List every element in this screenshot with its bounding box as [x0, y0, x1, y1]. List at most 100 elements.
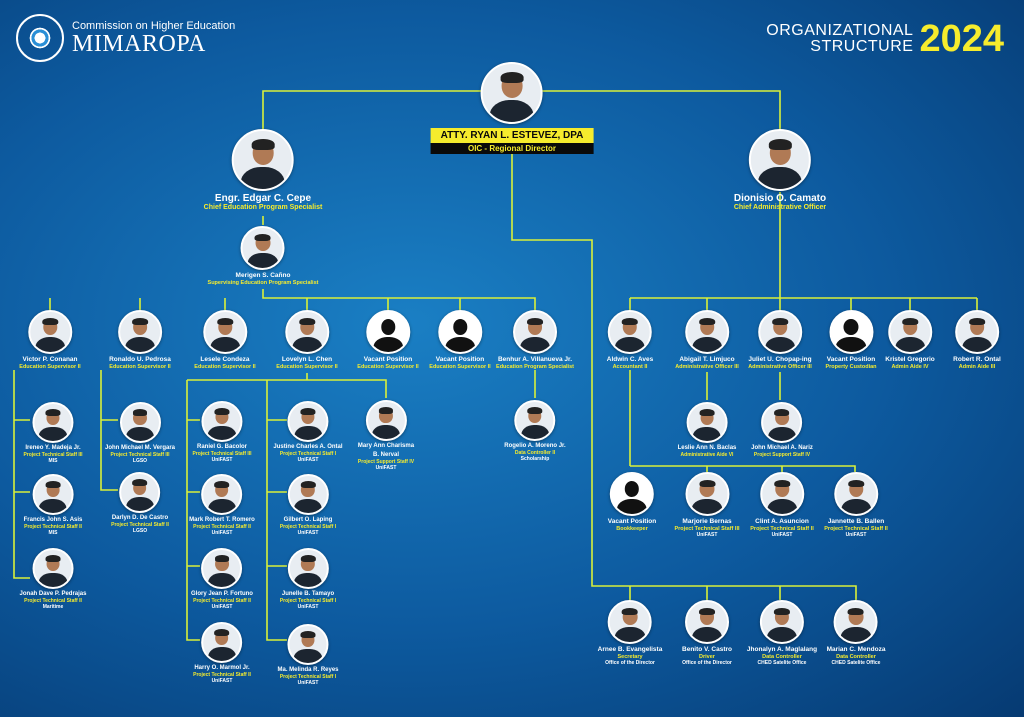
person-name: Lesele Condeza	[200, 356, 250, 363]
person-position: Project Technical Staff II	[24, 598, 82, 604]
vacant-person-icon	[610, 472, 654, 516]
staff-node: Junelle B. Tamayo Project Technical Staf…	[280, 548, 336, 610]
connector-admin-row	[629, 192, 978, 310]
avatar	[513, 310, 557, 354]
head-node-cepe: Engr. Edgar C. Cepe Chief Education Prog…	[204, 129, 322, 212]
person-unit: UniFAST	[696, 532, 718, 538]
person-position: Education Supervisor II	[276, 363, 338, 370]
title-line1: ORGANIZATIONAL	[766, 22, 914, 39]
staff-node: Ireneo Y. Madeja Jr. Project Technical S…	[23, 402, 83, 464]
person-position: Education Supervisor II	[109, 363, 171, 370]
staff-node: Ma. Melinda R. Reyes Project Technical S…	[277, 624, 339, 686]
person-name: Ronaldo U. Pedrosa	[109, 356, 171, 363]
staff-node: Vacant Position Bookkeeper	[608, 472, 656, 532]
person-unit: LGSO	[132, 458, 148, 464]
admin-node: Juliet U. Chopap-ing Administrative Offi…	[748, 310, 812, 370]
person-name: Jhonalyn A. Maglalang	[746, 646, 818, 653]
person-name: Dionisio O. Camato	[733, 193, 827, 204]
staff-node: Jhonalyn A. Maglalang Data Controller CH…	[747, 600, 817, 666]
staff-node: John Michael A. Nariz Project Support St…	[751, 402, 813, 458]
person-name: Justine Charles A. Ontal	[273, 444, 343, 450]
person-unit: UniFAST	[211, 530, 233, 536]
avatar	[287, 474, 329, 515]
staff-node: Clint A. Asuncion Project Technical Staf…	[750, 472, 814, 538]
connector-edu-row	[49, 289, 536, 310]
edu-node: Victor P. Conanan Education Supervisor I…	[19, 310, 81, 370]
avatar	[240, 226, 285, 270]
head-node-camato: Dionisio O. Camato Chief Administrative …	[734, 129, 826, 212]
person-unit: Office of the Director	[605, 660, 655, 666]
avatar	[117, 310, 162, 354]
avatar	[119, 402, 161, 443]
connector-lovelyn	[186, 373, 387, 641]
avatar	[201, 401, 243, 442]
connector-ronaldo	[100, 370, 118, 491]
staff-node: Glory Jean P. Fortuno Project Technical …	[191, 548, 253, 610]
person-position: Project Technical Staff III	[674, 525, 740, 532]
person-name: John Michael A. Nariz	[751, 445, 813, 451]
person-position: Project Technical Staff III	[192, 451, 252, 457]
person-name: Marian C. Mendoza	[826, 646, 886, 653]
person-name: Vacant Position	[607, 518, 657, 525]
avatar	[954, 310, 999, 354]
avatar	[684, 310, 729, 354]
person-position: Project Technical Staff II	[193, 672, 251, 678]
avatar	[287, 548, 329, 589]
staff-node: Harry O. Marmol Jr. Project Technical St…	[193, 622, 251, 684]
person-position: Admin Aide III	[958, 363, 996, 370]
avatar	[834, 600, 878, 644]
person-position: Project Technical Staff I	[279, 451, 337, 457]
person-position: Project Support Staff IV	[753, 452, 811, 458]
person-name: Lovelyn L. Chen	[281, 356, 333, 363]
staff-node: Mary Ann Charisma B. Nerval Project Supp…	[358, 400, 414, 471]
person-name: Abigail T. Limjuco	[679, 356, 735, 363]
avatar	[833, 472, 878, 516]
ched-seal-icon	[16, 14, 64, 62]
director-position: OIC - Regional Director	[430, 143, 594, 154]
person-position: Project Technical Staff II	[824, 525, 888, 532]
person-unit: UniFAST	[297, 680, 319, 686]
person-unit: Scholarship	[520, 456, 550, 462]
avatar	[287, 624, 329, 665]
avatar	[761, 402, 803, 443]
person-unit: UniFAST	[297, 530, 319, 536]
person-position: Education Supervisor II	[357, 363, 419, 370]
avatar	[28, 310, 72, 354]
staff-node: Jonah Dave P. Pedrajas Project Technical…	[19, 548, 87, 610]
person-unit: Maritime	[42, 604, 64, 610]
person-unit: UniFAST	[297, 604, 319, 610]
connector-aldwin	[629, 370, 856, 472]
connector-director-staff	[629, 586, 781, 600]
staff-node: Gilbert O. Laping Project Technical Staf…	[280, 474, 336, 536]
person-position: Project Technical Staff III	[23, 452, 83, 458]
person-position: Administrative Aide VI	[680, 452, 734, 458]
avatar	[32, 474, 74, 515]
person-position: Property Custodian	[825, 363, 877, 370]
edu-node: Lovelyn L. Chen Education Supervisor II	[276, 310, 338, 370]
avatar	[119, 472, 161, 513]
avatar	[514, 400, 556, 441]
person-unit: CHED Satelite Office	[831, 660, 881, 666]
person-unit: LGSO	[132, 528, 148, 534]
person-position: Project Technical Staff I	[279, 674, 337, 680]
person-name: Benito V. Castro	[682, 646, 732, 653]
connector-admin-sub	[706, 372, 781, 400]
avatar	[201, 548, 243, 589]
person-unit: CHED Satelite Office	[757, 660, 807, 666]
staff-node: Justine Charles A. Ontal Project Technic…	[273, 401, 343, 463]
person-position: Supervising Education Program Specialist	[207, 279, 319, 286]
vacant-person-icon	[366, 310, 410, 354]
person-name-line2: B. Nerval	[372, 452, 400, 458]
person-unit: UniFAST	[211, 604, 233, 610]
person-unit: UniFAST	[297, 457, 319, 463]
person-name: Mary Ann Charisma	[357, 443, 415, 449]
person-name: Harry O. Marmol Jr.	[194, 665, 250, 671]
avatar	[607, 310, 652, 354]
director-node: ATTY. RYAN L. ESTEVEZ, DPA OIC - Regiona…	[430, 62, 594, 154]
person-name: Jannette B. Ballen	[827, 518, 885, 525]
person-position: Admin Aide IV	[891, 363, 929, 370]
person-unit: UniFAST	[211, 678, 233, 684]
person-name: Jonah Dave P. Pedrajas	[19, 591, 87, 597]
staff-node: Mark Robert T. Romero Project Technical …	[189, 474, 255, 536]
